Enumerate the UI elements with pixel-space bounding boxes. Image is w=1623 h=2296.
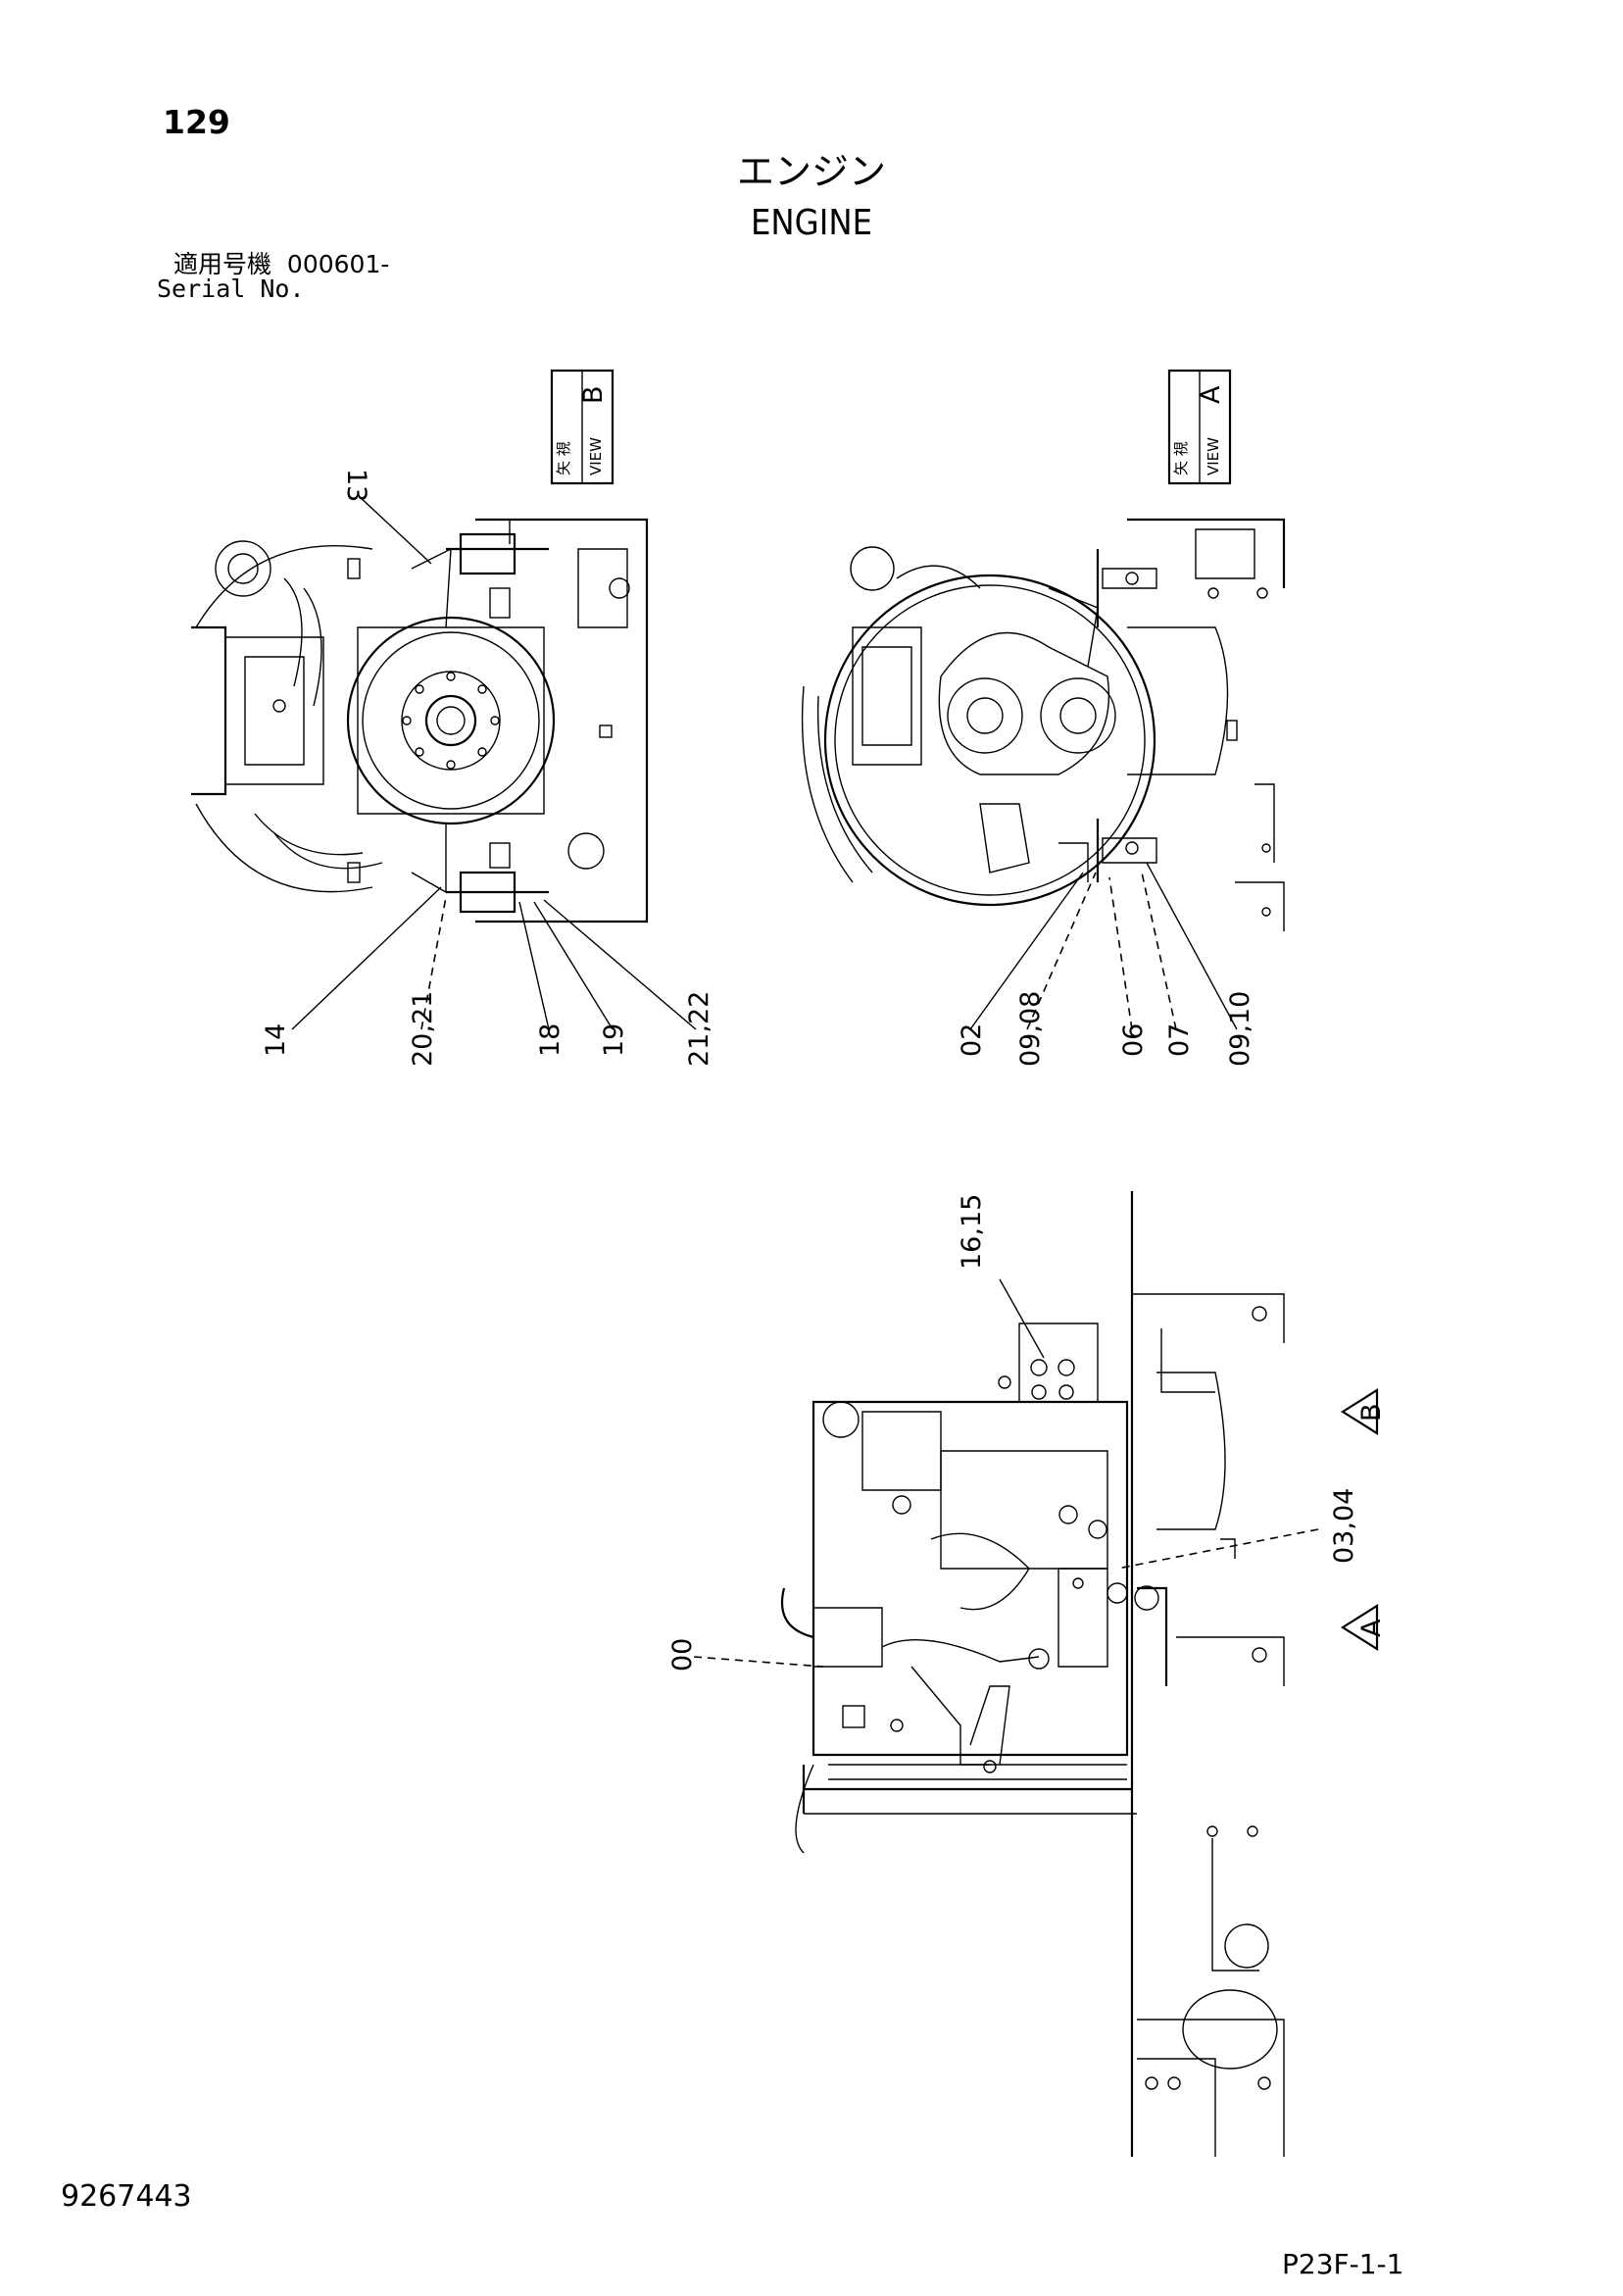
callout-00: 00 bbox=[667, 1638, 698, 1672]
svg-text:VIEW: VIEW bbox=[1205, 437, 1222, 475]
callout-13: 13 bbox=[341, 469, 371, 502]
svg-text:A: A bbox=[1356, 1619, 1387, 1637]
svg-text:B: B bbox=[578, 385, 609, 404]
serial-value: 000601- bbox=[286, 250, 390, 278]
view-a-drawing: 矢 視 VIEW A bbox=[801, 369, 1286, 1067]
serial-label-japanese: 適用号機 000601- bbox=[173, 250, 390, 278]
svg-text:A: A bbox=[1196, 385, 1226, 404]
view-b-label: 矢 視 VIEW B bbox=[550, 369, 615, 485]
callout-02: 02 bbox=[957, 1023, 987, 1057]
view-b-drawing: 矢 視 VIEW B bbox=[191, 369, 714, 1067]
callout-09-08-a: 09,08 bbox=[1015, 991, 1046, 1067]
callout-07: 07 bbox=[1164, 1023, 1195, 1057]
callout-03-04: 03,04 bbox=[1329, 1488, 1359, 1564]
callout-09-10: 09,10 bbox=[1225, 991, 1255, 1067]
page-number: 129 bbox=[163, 103, 230, 141]
page-code: P23F-1-1 bbox=[1282, 2248, 1404, 2280]
view-arrow-a: A bbox=[1340, 1604, 1387, 1651]
svg-text:矢 視: 矢 視 bbox=[555, 441, 572, 475]
callout-21-22: 21,22 bbox=[684, 991, 714, 1067]
document-number: 9267443 bbox=[61, 2179, 192, 2214]
callout-16-15: 16,15 bbox=[957, 1194, 987, 1270]
serial-label-english: Serial No. bbox=[157, 275, 305, 303]
side-view-drawing: B A 16,15 03,04 00 bbox=[667, 1191, 1387, 2157]
svg-text:VIEW: VIEW bbox=[587, 437, 605, 475]
callout-19: 19 bbox=[599, 1023, 629, 1057]
svg-text:B: B bbox=[1356, 1403, 1387, 1422]
callout-14: 14 bbox=[261, 1023, 291, 1057]
title-english: ENGINE bbox=[750, 203, 873, 243]
svg-text:矢 視: 矢 視 bbox=[1172, 441, 1190, 475]
title-japanese: エンジン bbox=[736, 150, 886, 193]
view-a-label: 矢 視 VIEW A bbox=[1167, 369, 1232, 485]
view-arrow-b: B bbox=[1340, 1388, 1387, 1435]
callout-06: 06 bbox=[1118, 1023, 1149, 1057]
callout-20-21: 20,21 bbox=[408, 991, 438, 1067]
callout-18: 18 bbox=[535, 1023, 566, 1057]
